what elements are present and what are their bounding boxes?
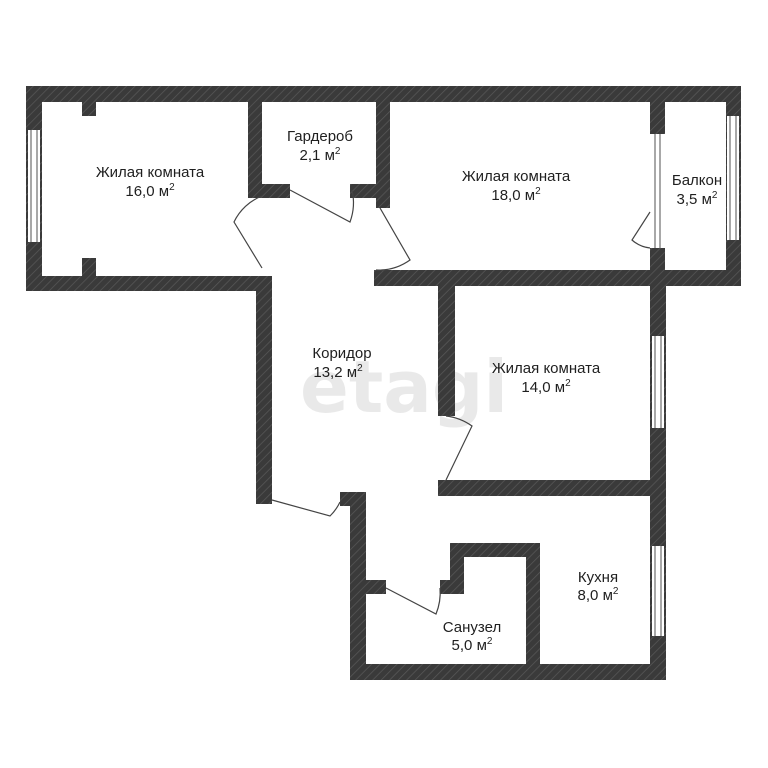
- wall-wardrobe-bottom-left: [248, 184, 290, 198]
- wall-room2-balcony-top: [650, 86, 665, 134]
- svg-text:Гардероб: Гардероб: [287, 128, 353, 145]
- window-balcony: [727, 116, 739, 240]
- door-room3: [445, 415, 473, 481]
- windows: [28, 116, 739, 636]
- window-room1: [28, 130, 40, 242]
- wall-pillar-bottom: [82, 258, 96, 278]
- svg-text:5,0 м2: 5,0 м2: [452, 636, 493, 654]
- label-kitchen: Кухня 8,0 м2: [578, 569, 619, 604]
- doors: [233, 189, 651, 615]
- wall-outer-bottom: [350, 664, 666, 680]
- label-wardrobe: Гардероб 2,1 м2: [287, 128, 353, 164]
- label-living-room-16: Жилая комната 16,0 м2: [96, 164, 205, 200]
- watermark: etagi: [300, 345, 508, 429]
- svg-text:3,5 м2: 3,5 м2: [677, 190, 718, 208]
- door-balcony: [631, 211, 651, 249]
- svg-text:16,0 м2: 16,0 м2: [125, 182, 175, 200]
- wall-room2-bottom: [374, 270, 741, 286]
- wall-room1-wardrobe: [248, 86, 262, 196]
- svg-text:Кухня: Кухня: [578, 569, 618, 586]
- door-room1: [233, 195, 263, 269]
- svg-text:Балкон: Балкон: [672, 172, 722, 189]
- wall-bathroom-door-stub: [366, 580, 386, 594]
- window-kitchen: [652, 546, 664, 636]
- wall-corridor-room3: [438, 286, 455, 416]
- svg-text:Санузел: Санузел: [443, 619, 501, 636]
- svg-text:Жилая комната: Жилая комната: [96, 164, 205, 181]
- label-living-room-18: Жилая комната 18,0 м2: [462, 168, 571, 204]
- svg-text:Жилая комната: Жилая комната: [492, 360, 601, 377]
- wall-bathroom-left: [350, 492, 366, 680]
- label-corridor: Коридор 13,2 м2: [312, 345, 371, 381]
- svg-text:2,1 м2: 2,1 м2: [300, 146, 341, 164]
- wall-room2-balcony-bottom: [650, 248, 665, 286]
- wall-wardrobe-room2: [376, 86, 390, 208]
- svg-text:13,2 м2: 13,2 м2: [313, 363, 363, 381]
- svg-text:Жилая комната: Жилая комната: [462, 168, 571, 185]
- svg-text:14,0 м2: 14,0 м2: [521, 378, 571, 396]
- wall-bathroom-right: [526, 543, 540, 673]
- door-wardrobe: [289, 189, 355, 223]
- wall-bathroom-notch-h: [440, 580, 464, 594]
- wall-room1-bottom: [26, 276, 272, 291]
- svg-text:Коридор: Коридор: [312, 345, 371, 362]
- wall-pillar-top: [82, 100, 96, 116]
- door-bathroom: [385, 587, 441, 615]
- label-living-room-14: Жилая комната 14,0 м2: [492, 360, 601, 396]
- door-corridor-bottom: [271, 499, 341, 517]
- wall-room3-bottom: [438, 480, 666, 496]
- svg-text:8,0 м2: 8,0 м2: [578, 586, 619, 604]
- window-room3: [652, 336, 664, 428]
- window-room2-balcony: [652, 134, 663, 248]
- door-room2: [375, 207, 411, 271]
- wall-bathroom-top: [450, 543, 540, 557]
- room-labels: Жилая комната 16,0 м2 Гардероб 2,1 м2 Жи…: [96, 128, 722, 654]
- label-balcony: Балкон 3,5 м2: [672, 172, 722, 208]
- wall-corridor-left: [256, 276, 272, 504]
- label-bathroom: Санузел 5,0 м2: [443, 619, 501, 654]
- svg-text:18,0 м2: 18,0 м2: [491, 186, 541, 204]
